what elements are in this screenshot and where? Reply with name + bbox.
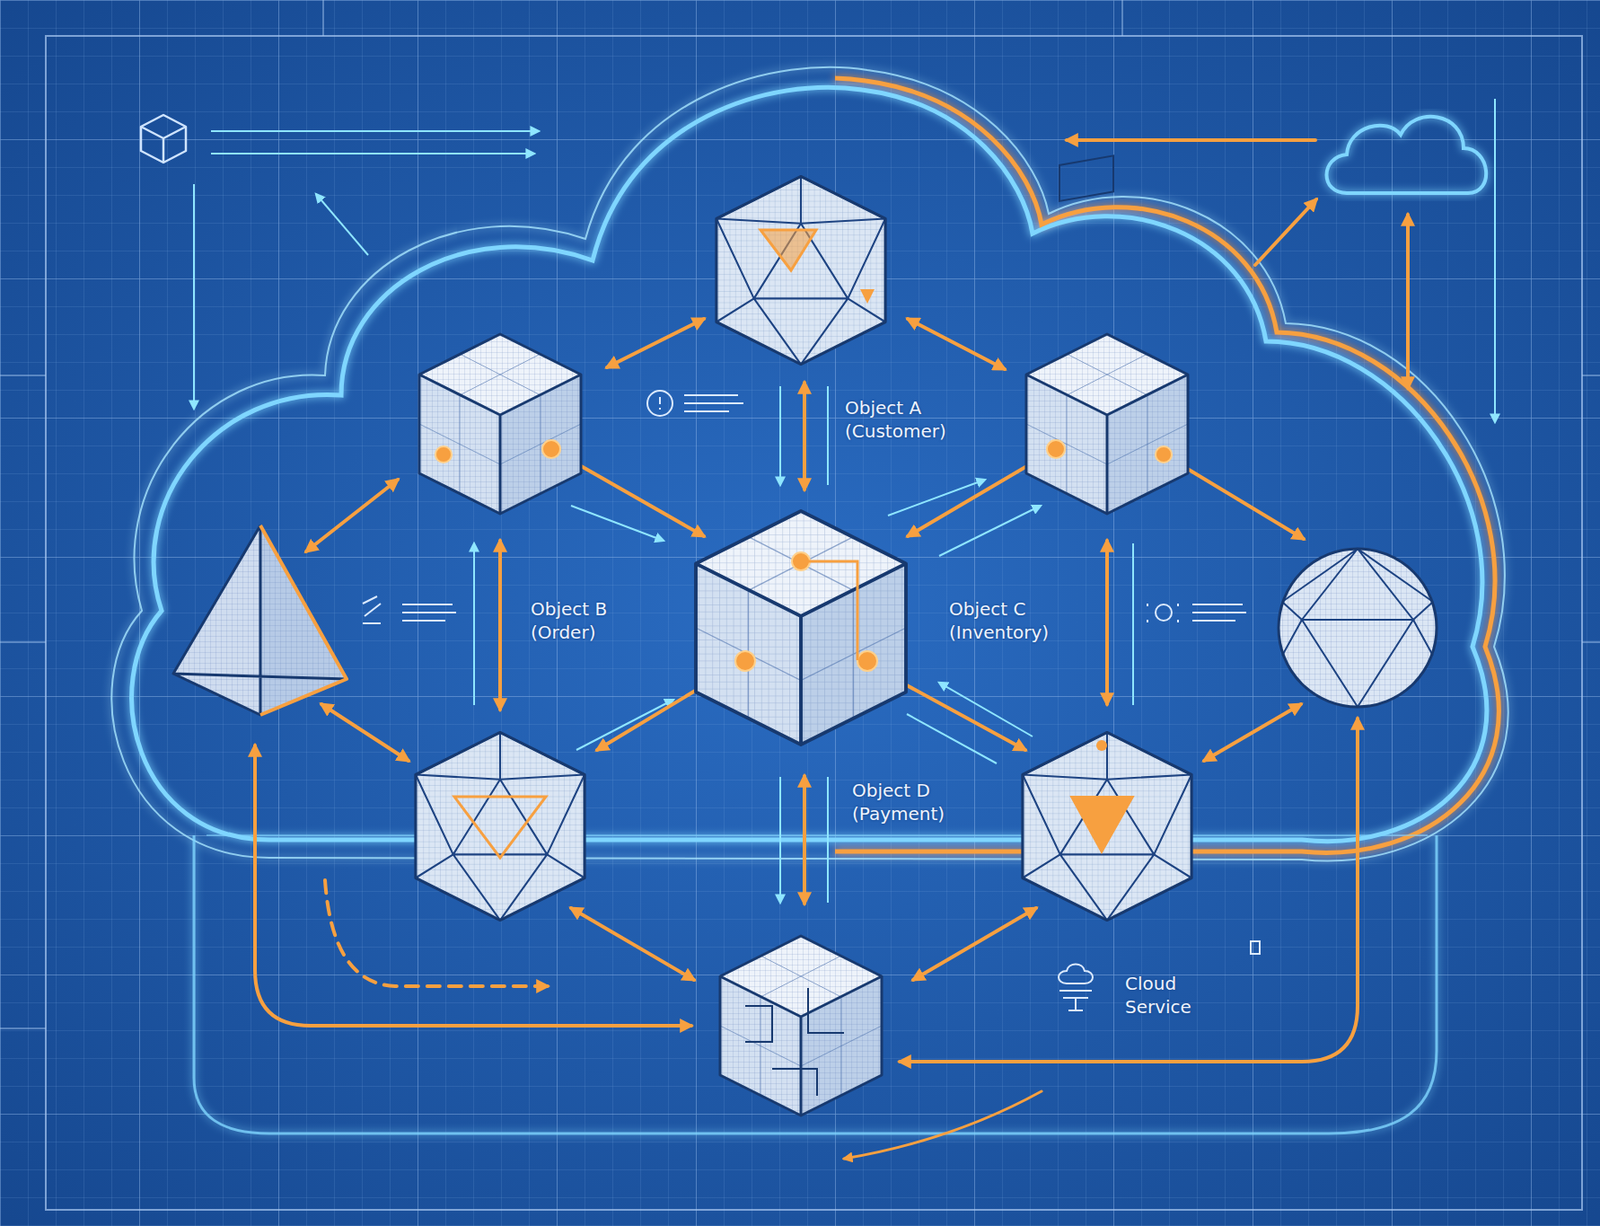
connection-arrow xyxy=(1066,138,1316,142)
glyph-lines xyxy=(402,604,457,621)
connection-arrow xyxy=(802,382,807,490)
cloud-band xyxy=(206,834,1428,836)
object-label: Object D (Payment) xyxy=(852,778,987,826)
cloud-service-icon xyxy=(1058,964,1093,1011)
pyramid-edges xyxy=(173,525,347,715)
connection-arrow xyxy=(802,775,807,904)
orange-facet xyxy=(1071,796,1134,853)
flow-line xyxy=(906,713,997,764)
icosahedron xyxy=(716,175,886,364)
object-label: Object A (Customer) xyxy=(844,395,980,443)
orange-dot xyxy=(542,439,561,458)
service-label: Cloud Service xyxy=(1125,971,1229,1019)
pyramid-edge-orange xyxy=(260,525,347,715)
cloud-outline-blue xyxy=(131,87,1487,841)
flow-arrow xyxy=(316,193,369,255)
orange-facet xyxy=(454,796,546,858)
glyph-icon xyxy=(659,396,661,410)
pyramid xyxy=(173,525,347,715)
glyph-icon xyxy=(647,390,673,416)
cloud-outline-lower xyxy=(193,835,1437,1134)
orange-dot xyxy=(1155,446,1172,463)
flow-arrow xyxy=(779,386,782,485)
cloud-outline xyxy=(111,67,1508,1134)
connection-arrow xyxy=(606,318,704,368)
cube xyxy=(720,935,882,1116)
flow-arrow xyxy=(210,152,535,155)
orange-facet xyxy=(860,289,875,304)
frame-ticks xyxy=(0,0,1600,1029)
small-cube-icon xyxy=(140,114,186,163)
central-cube xyxy=(695,510,906,745)
orange-facet xyxy=(760,229,817,271)
cube xyxy=(1026,334,1188,514)
sphere-facets xyxy=(1282,548,1433,707)
glyph-icon xyxy=(1147,603,1179,623)
flow-arrow xyxy=(1494,98,1496,422)
object-label: Object C (Inventory) xyxy=(949,597,1084,644)
sphere-outline xyxy=(1278,548,1437,707)
glyph-lines xyxy=(1192,604,1247,621)
flow-arrow xyxy=(571,505,664,541)
connection-arrow xyxy=(913,907,1037,980)
glyph-icon xyxy=(362,596,381,624)
glyph-icons xyxy=(362,390,1260,1011)
connection-arrows xyxy=(254,140,1408,1159)
connection-arrow xyxy=(571,907,695,980)
glyph-icon xyxy=(1155,604,1172,621)
flow-arrow xyxy=(473,543,475,705)
connection-arrow xyxy=(843,1090,1042,1159)
connection-arrow xyxy=(1255,199,1317,265)
sphere-body xyxy=(1278,548,1437,707)
connection-arrow xyxy=(321,703,409,761)
small-cube-icon xyxy=(140,114,186,163)
glyph-lines xyxy=(684,395,744,412)
flow-arrow xyxy=(779,776,782,903)
data-flow-arrows xyxy=(193,98,1495,903)
sphere xyxy=(1278,548,1437,707)
connection-arrow xyxy=(306,479,398,552)
connection-arrow xyxy=(1406,214,1410,388)
connection-arrow xyxy=(1105,540,1109,704)
orange-dot xyxy=(857,650,878,671)
glyph-icon xyxy=(1250,940,1260,954)
object-label: Object B (Order) xyxy=(530,597,661,644)
flow-line xyxy=(1132,543,1135,705)
cloud-outline-orange xyxy=(835,78,1499,853)
icosahedron xyxy=(415,731,585,920)
connection-arrow xyxy=(498,540,502,710)
cube-inset xyxy=(1059,155,1114,202)
connection-arrow xyxy=(1204,703,1302,761)
orange-dot xyxy=(1096,739,1108,751)
cloud-icon xyxy=(1327,116,1487,194)
orange-dot xyxy=(735,650,756,671)
flow-line xyxy=(826,386,829,485)
orange-dot xyxy=(1046,439,1065,458)
cloud-outline-inner xyxy=(111,67,1508,862)
frame-border xyxy=(45,35,1583,1210)
connection-arrow xyxy=(907,318,1005,370)
cube-maze xyxy=(745,987,844,1096)
pyramid-hatch xyxy=(173,525,347,715)
flow-arrow xyxy=(193,184,195,409)
cube xyxy=(419,334,581,514)
orange-dot xyxy=(435,446,452,463)
flow-arrow xyxy=(210,130,539,132)
connection-dots xyxy=(435,439,1172,671)
orange-trace xyxy=(800,561,858,660)
sphere-hatch xyxy=(1278,548,1437,707)
flow-arrow xyxy=(939,505,1041,556)
flow-line xyxy=(826,776,829,903)
icosahedron xyxy=(1022,731,1192,920)
connection-arrow xyxy=(899,718,1358,1062)
flow-arrow xyxy=(576,699,674,750)
